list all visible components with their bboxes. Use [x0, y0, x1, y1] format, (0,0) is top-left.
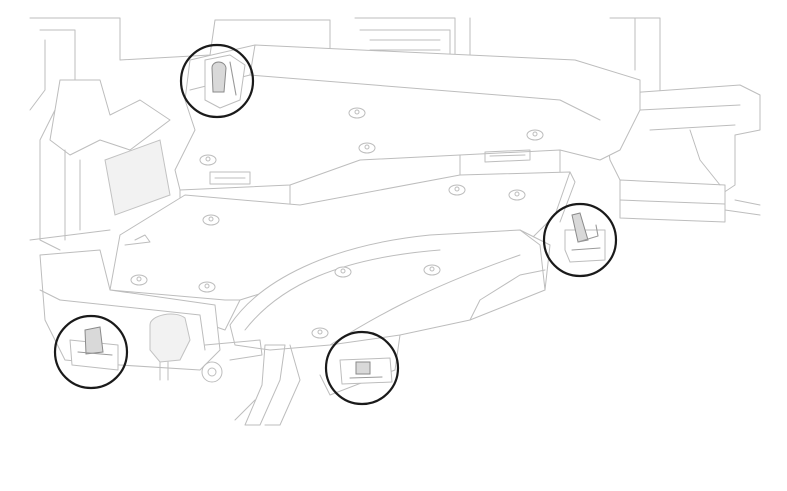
- callout-circles: [53, 43, 618, 406]
- bottom-legs: [234, 344, 301, 426]
- boss: [348, 107, 366, 119]
- callout-circle-right: [542, 202, 618, 278]
- clip-top-left-detail: [204, 54, 246, 109]
- boss: [358, 142, 376, 154]
- clip-bottom-left-detail: [69, 326, 119, 371]
- fastener-bosses: [130, 107, 544, 339]
- clip-bottom-center-detail: [339, 357, 393, 385]
- boss: [448, 184, 466, 196]
- callout-circle-top-left: [179, 43, 255, 119]
- upper-plate: [174, 44, 641, 206]
- boss: [526, 129, 544, 141]
- boss: [199, 154, 217, 166]
- callout-circle-bottom-center: [324, 330, 400, 406]
- boss: [508, 189, 526, 201]
- boss: [334, 266, 352, 278]
- boss: [423, 264, 441, 276]
- boss: [202, 214, 220, 226]
- boss: [130, 274, 148, 286]
- right-rail: [599, 84, 761, 223]
- boss: [311, 327, 329, 339]
- clip-right-detail: [564, 212, 606, 263]
- callout-circle-bottom-left: [53, 314, 129, 390]
- boss: [198, 281, 216, 293]
- left-bracket: [29, 79, 171, 251]
